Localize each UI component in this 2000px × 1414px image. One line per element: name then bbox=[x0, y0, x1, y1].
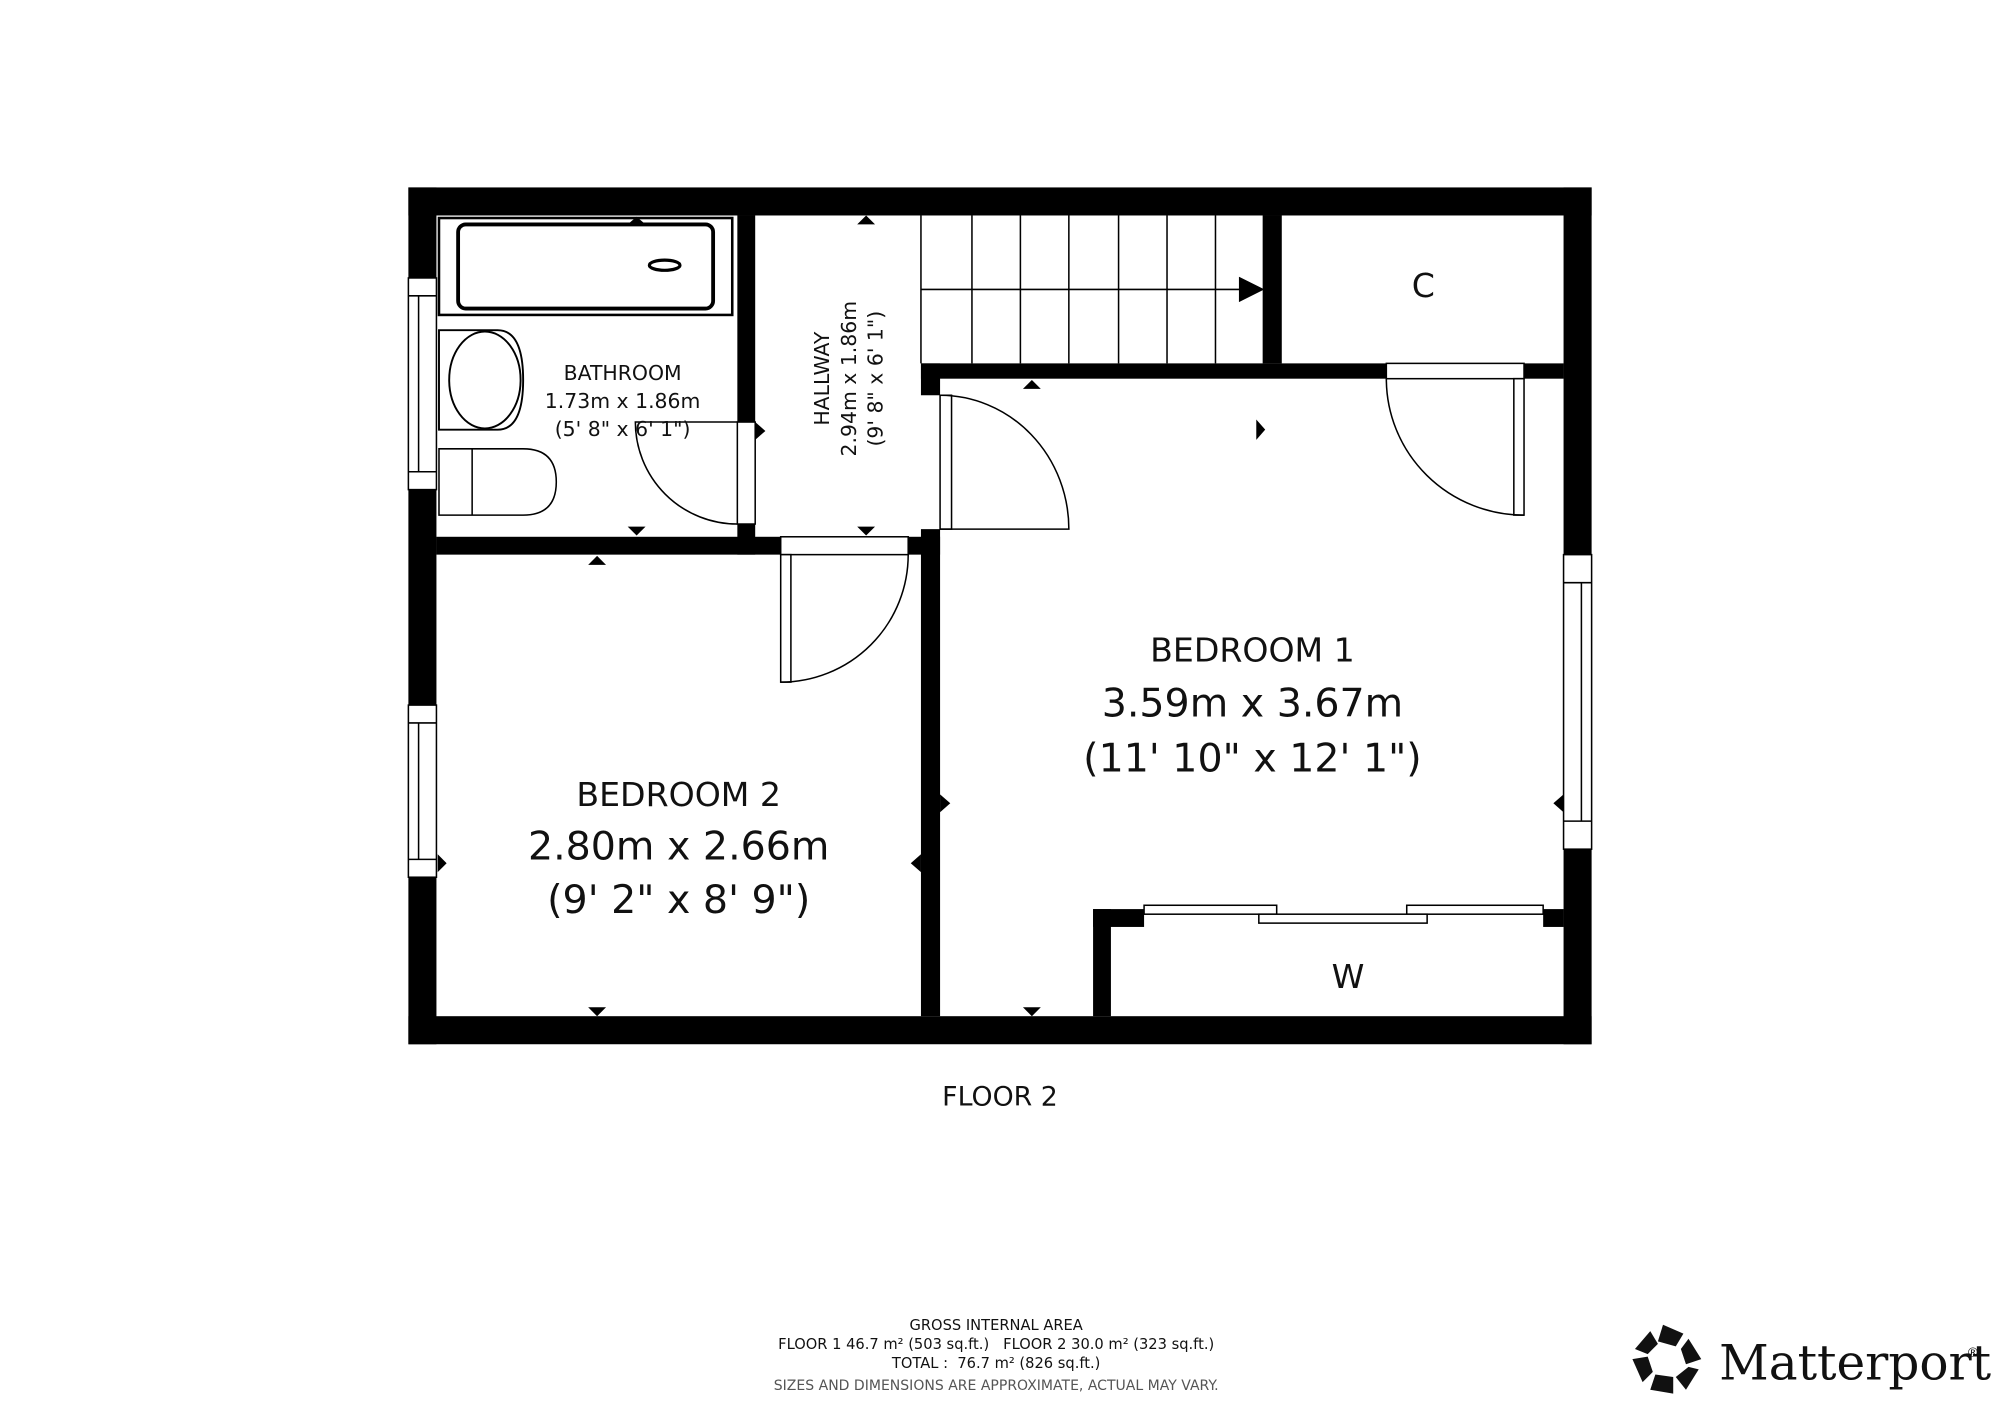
bedroom1-name: BEDROOM 1 bbox=[1150, 631, 1355, 670]
stairs bbox=[920, 215, 1265, 364]
floor-label: FLOOR 2 bbox=[942, 1081, 1058, 1112]
cupboard-label: C bbox=[1412, 266, 1435, 305]
area-summary: GROSS INTERNAL AREA FLOOR 1 46.7 m² (503… bbox=[774, 1317, 1219, 1394]
wardrobe-label: W bbox=[1332, 957, 1365, 996]
doors bbox=[634, 362, 1544, 924]
area-total: TOTAL : 76.7 m² (826 sq.ft.) bbox=[891, 1355, 1101, 1372]
bathroom-metric: 1.73m x 1.86m bbox=[545, 389, 701, 413]
bedroom2-imperial: (9' 2" x 8' 9") bbox=[547, 877, 810, 923]
bedroom2-name: BEDROOM 2 bbox=[576, 775, 781, 814]
matterport-logo: Matterport ® bbox=[1632, 1324, 1992, 1394]
registered-mark: ® bbox=[1966, 1346, 1979, 1361]
hallway-name: HALLWAY bbox=[810, 331, 834, 426]
matterport-wordmark: Matterport bbox=[1719, 1336, 1992, 1392]
hallway-imperial: (9' 8" x 6' 1") bbox=[864, 311, 888, 447]
bedroom2-metric: 2.80m x 2.66m bbox=[528, 823, 829, 869]
area-floors: FLOOR 1 46.7 m² (503 sq.ft.) FLOOR 2 30.… bbox=[778, 1336, 1214, 1353]
area-title: GROSS INTERNAL AREA bbox=[910, 1317, 1083, 1334]
disclaimer: SIZES AND DIMENSIONS ARE APPROXIMATE, AC… bbox=[774, 1378, 1219, 1394]
fixtures bbox=[437, 216, 734, 516]
matterport-mark-icon bbox=[1632, 1324, 1702, 1394]
room-bedroom1: BEDROOM 1 3.59m x 3.67m (11' 10" x 12' 1… bbox=[1083, 631, 1422, 782]
dimension-markers bbox=[437, 215, 1564, 1017]
bedroom1-imperial: (11' 10" x 12' 1") bbox=[1083, 735, 1422, 781]
room-hallway: HALLWAY 2.94m x 1.86m (9' 8" x 6' 1") bbox=[810, 301, 888, 457]
windows bbox=[407, 277, 1593, 878]
bathroom-name: BATHROOM bbox=[564, 361, 682, 385]
room-bedroom2: BEDROOM 2 2.80m x 2.66m (9' 2" x 8' 9") bbox=[528, 775, 829, 923]
bedroom1-metric: 3.59m x 3.67m bbox=[1102, 681, 1403, 727]
room-bathroom: BATHROOM 1.73m x 1.86m (5' 8" x 6' 1") bbox=[545, 361, 701, 441]
hallway-metric: 2.94m x 1.86m bbox=[837, 301, 861, 457]
bathroom-imperial: (5' 8" x 6' 1") bbox=[555, 417, 691, 441]
